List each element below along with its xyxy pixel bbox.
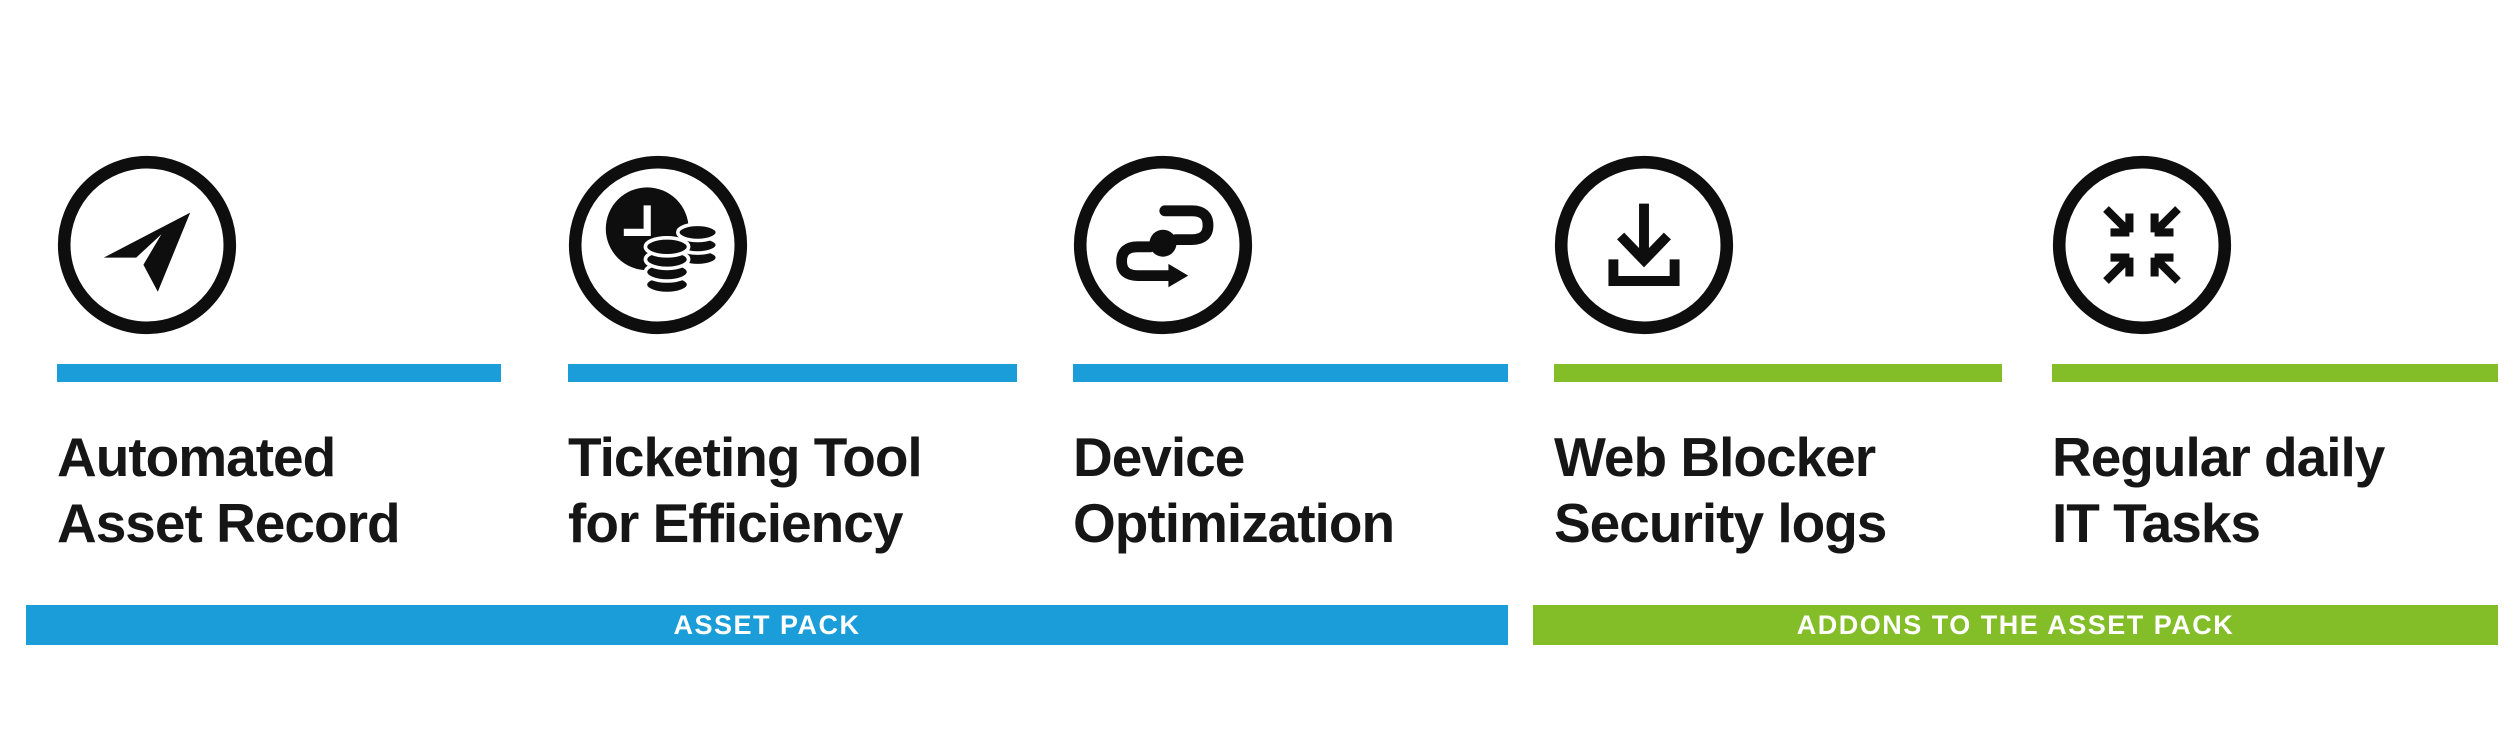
- feature-title: Device Optimization: [1073, 424, 1508, 556]
- title-line: Web Blocker: [1554, 426, 1876, 488]
- feature-column-ticketing-tool: Ticketing Tool for Efficiency: [568, 0, 1017, 729]
- title-line: Ticketing Tool: [568, 426, 923, 488]
- title-line: Optimization: [1073, 492, 1395, 554]
- banner-label: ASSET PACK: [673, 609, 861, 640]
- route-icon: [1073, 155, 1253, 335]
- feature-title: Automated Asset Record: [57, 424, 501, 556]
- accent-bar: [1073, 364, 1508, 382]
- banner-label: ADDONS TO THE ASSET PACK: [1796, 609, 2235, 640]
- feature-title: Ticketing Tool for Efficiency: [568, 424, 1017, 556]
- accent-bar: [2052, 364, 2498, 382]
- accent-bar: [568, 364, 1017, 382]
- download-icon: [1554, 155, 1734, 335]
- paper-plane-icon: [57, 155, 237, 335]
- clock-coins-icon: [568, 155, 748, 335]
- feature-column-regular-it-tasks: Regular daily IT Tasks: [2052, 0, 2498, 729]
- title-line: Device: [1073, 426, 1245, 488]
- title-line: Automated: [57, 426, 336, 488]
- title-line: Regular daily: [2052, 426, 2385, 488]
- title-line: Security logs: [1554, 492, 1887, 554]
- title-line: Asset Record: [57, 492, 401, 554]
- title-line: for Efficiency: [568, 492, 903, 554]
- feature-column-device-optimization: Device Optimization: [1073, 0, 1508, 729]
- feature-column-automated-asset-record: Automated Asset Record: [57, 0, 501, 729]
- asset-pack-banner: ASSET PACK: [26, 605, 1508, 645]
- accent-bar: [57, 364, 501, 382]
- accent-bar: [1554, 364, 2002, 382]
- title-line: IT Tasks: [2052, 492, 2261, 554]
- feature-title: Web Blocker Security logs: [1554, 424, 2002, 556]
- collapse-arrows-icon: [2052, 155, 2232, 335]
- feature-column-web-blocker: Web Blocker Security logs: [1554, 0, 2002, 729]
- addons-banner: ADDONS TO THE ASSET PACK: [1533, 605, 2498, 645]
- feature-title: Regular daily IT Tasks: [2052, 424, 2498, 556]
